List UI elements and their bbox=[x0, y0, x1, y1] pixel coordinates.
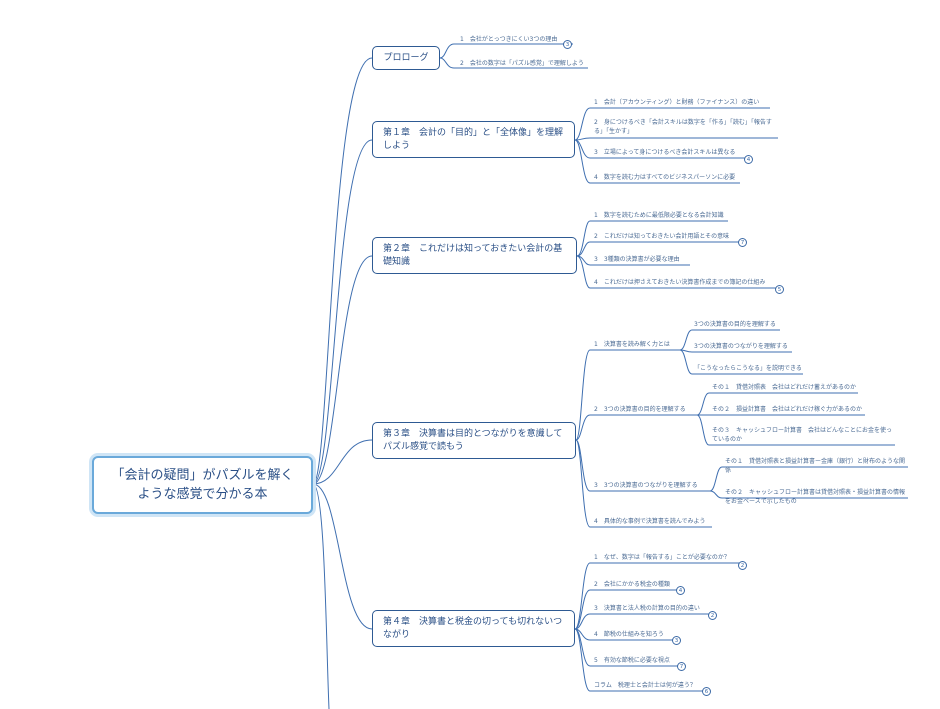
topic-ch4-column[interactable]: コラム 税理士と会計士は何が違う？ bbox=[594, 682, 696, 689]
chapter-title: 第４章 決算書と税金の切っても切れないつながり bbox=[383, 616, 563, 640]
chapter-node-4[interactable]: 第４章 決算書と税金の切っても切れないつながり bbox=[372, 610, 575, 647]
count-badge[interactable]: 3 bbox=[563, 40, 572, 49]
root-title: 「会計の疑問」がパズルを解くような感覚で分かる本 bbox=[111, 468, 294, 502]
topic-ch3-1-1[interactable]: 3つの決算書の目的を理解する bbox=[694, 321, 776, 328]
count-badge[interactable]: 3 bbox=[672, 636, 681, 645]
root-node[interactable]: 「会計の疑問」がパズルを解くような感覚で分かる本 bbox=[92, 456, 313, 514]
topic-ch3-1-3[interactable]: 「こうなったらこうなる」を説明できる bbox=[694, 365, 802, 372]
topic-ch3-3[interactable]: 3 3つの決算書のつながりを理解する bbox=[594, 482, 698, 489]
topic-ch3-2-3[interactable]: その３ キャッシュフロー計算書 会社はどんなことにお金を使っているのか bbox=[712, 427, 893, 443]
count-badge[interactable]: 2 bbox=[738, 561, 747, 570]
topic-ch1-2[interactable]: 2 身につけるべき「会計スキルは数字を「作る」「読む」「報告する」「生かす」 bbox=[594, 119, 772, 135]
topic-ch3-1[interactable]: 1 決算書を読み解く力とは bbox=[594, 341, 670, 348]
count-badge[interactable]: 4 bbox=[676, 586, 685, 595]
topic-ch3-3-2[interactable]: その２ キャッシュフロー計算書は貸借対照表・損益計算書の情報をお金ベースで示した… bbox=[725, 489, 906, 505]
chapter-title: 第１章 会計の「目的」と「全体像」を理解しよう bbox=[383, 127, 564, 151]
topic-ch4-3[interactable]: 3 決算書と法人税の計算の目的の違い bbox=[594, 605, 700, 612]
topic-ch4-2[interactable]: 2 会社にかかる税金の種類 bbox=[594, 581, 670, 588]
topic-ch1-4[interactable]: 4 数字を読む力はすべてのビジネスパーソンに必要 bbox=[594, 174, 736, 181]
topic-ch2-4[interactable]: 4 これだけは押さえておきたい決算書作成までの簿記の仕組み bbox=[594, 279, 766, 286]
topic-ch3-3-1[interactable]: その１ 貸借対照表と損益計算書ー金庫（銀行）と財布のような関係 bbox=[725, 458, 906, 474]
chapter-title: プロローグ bbox=[383, 52, 429, 63]
topic-ch3-4[interactable]: 4 具体的な事例で決算書を読んでみよう bbox=[594, 518, 706, 525]
topic-ch4-4[interactable]: 4 節税の仕組みを知ろう bbox=[594, 631, 664, 638]
count-badge[interactable]: 6 bbox=[702, 687, 711, 696]
topic-ch3-2-1[interactable]: その１ 貸借対照表 会社はどれだけ蓄えがあるのか bbox=[712, 384, 857, 391]
chapter-node-1[interactable]: 第１章 会計の「目的」と「全体像」を理解しよう bbox=[372, 121, 575, 158]
topic-prologue-2[interactable]: 2 会社の数字は「パズル感覚」で理解しよう bbox=[460, 60, 584, 67]
chapter-node-2[interactable]: 第２章 これだけは知っておきたい会計の基礎知識 bbox=[372, 237, 577, 274]
count-badge[interactable]: 7 bbox=[738, 238, 747, 247]
topic-ch3-2-2[interactable]: その２ 損益計算書 会社はどれだけ稼ぐ力があるのか bbox=[712, 406, 863, 413]
topic-ch1-3[interactable]: 3 立場によって身につけるべき会計スキルは異なる bbox=[594, 149, 736, 156]
topic-ch2-1[interactable]: 1 数字を読むために最低限必要となる会計知識 bbox=[594, 212, 724, 219]
chapter-node-3[interactable]: 第３章 決算書は目的とつながりを意識してパズル感覚で読もう bbox=[372, 422, 576, 459]
topic-ch1-1[interactable]: 1 会計（アカウンティング）と財務（ファイナンス）の違い bbox=[594, 99, 760, 106]
count-badge[interactable]: 7 bbox=[677, 662, 686, 671]
count-badge[interactable]: 4 bbox=[744, 155, 753, 164]
topic-ch2-2[interactable]: 2 これだけは知っておきたい会計用語とその意味 bbox=[594, 233, 730, 240]
topic-ch3-1-2[interactable]: 3つの決算書のつながりを理解する bbox=[694, 343, 788, 350]
count-badge[interactable]: 5 bbox=[775, 285, 784, 294]
topic-ch3-2[interactable]: 2 3つの決算書の目的を理解する bbox=[594, 406, 686, 413]
chapter-title: 第２章 これだけは知っておきたい会計の基礎知識 bbox=[383, 243, 563, 267]
topic-prologue-1[interactable]: 1 会社がとっつきにくい3つの理由 bbox=[460, 36, 558, 43]
topic-ch4-5[interactable]: 5 有効な節税に必要な視点 bbox=[594, 657, 670, 664]
chapter-title: 第３章 決算書は目的とつながりを意識してパズル感覚で読もう bbox=[383, 428, 563, 452]
topic-ch2-3[interactable]: 3 3種類の決算書が必要な理由 bbox=[594, 256, 680, 263]
count-badge[interactable]: 2 bbox=[708, 611, 717, 620]
topic-ch4-1[interactable]: 1 なぜ、数字は「報告する」ことが必要なのか？ bbox=[594, 554, 730, 561]
chapter-node-prologue[interactable]: プロローグ bbox=[372, 46, 440, 70]
